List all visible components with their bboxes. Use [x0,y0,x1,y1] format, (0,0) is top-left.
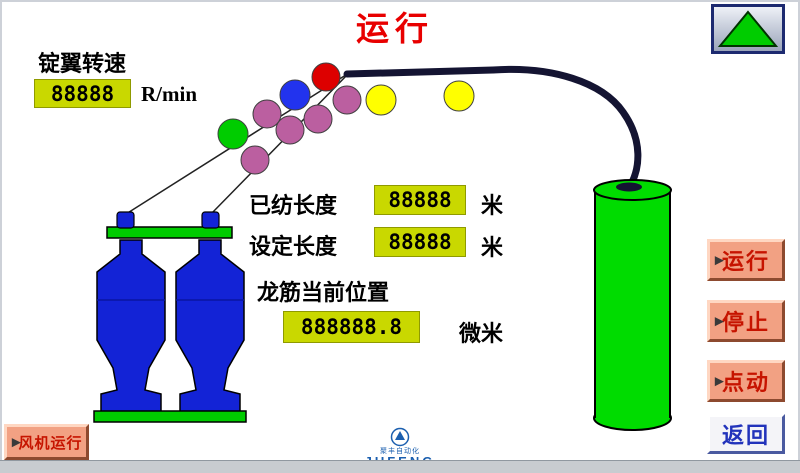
run-button-label: 运行 [721,249,770,274]
set-length-unit: 米 [481,235,504,260]
flyer-rail [106,226,233,239]
spun-length-value: 88888 [374,185,466,215]
yarn-ball-purple-4 [303,104,333,134]
yarn-ball-purple-5 [332,85,362,115]
fan-run-button-label: 风机运行 [18,434,83,452]
arrow-icon: ▶ [12,436,21,449]
output-cylinder [593,179,672,431]
set-length-label: 设定长度 [249,234,338,259]
spun-length-unit: 米 [481,193,504,218]
stop-button[interactable]: ▶ 停止 [707,300,785,342]
spindle-cap-left [116,211,135,229]
rail-position-label: 龙筋当前位置 [257,280,390,305]
back-button[interactable]: 返回 [707,414,785,454]
arrow-icon: ▶ [715,375,724,388]
up-triangle-icon [717,10,779,47]
brand-logo-small-text: 聚丰自动化 [380,448,420,455]
jog-button[interactable]: ▶ 点动 [707,360,785,402]
yarn-ball-yellow-2 [443,80,475,112]
yarn-ball-yellow-1 [365,84,397,116]
yarn-ball-blue [279,79,311,111]
spindle-speed-label: 锭翼转速 [38,51,127,76]
bobbin-left [96,239,166,413]
thread-end-spool [616,182,642,192]
spindle-speed-value: 88888 [34,79,131,108]
spindle-cap-right [201,211,220,229]
back-button-label: 返回 [721,423,770,448]
yarn-ball-red [311,62,341,92]
thread-horizontal [343,66,497,78]
yarn-ball-purple-3 [275,115,305,145]
page-title: 运行 [356,10,434,47]
bobbin-platform [93,410,247,423]
yarn-ball-purple-2 [252,99,282,129]
rail-position-value: 888888.8 [283,311,420,343]
set-length-value[interactable]: 88888 [374,227,466,257]
jog-button-label: 点动 [721,370,770,395]
jufeng-logo-icon [390,427,410,447]
run-button[interactable]: ▶ 运行 [707,239,785,281]
stop-button-label: 停止 [721,310,770,335]
thread-curve [489,65,642,193]
arrow-icon: ▶ [715,315,724,328]
bobbin-right [175,239,245,413]
yarn-ball-green [217,118,249,150]
arrow-icon: ▶ [715,254,724,267]
yarn-ball-purple-1 [240,145,270,175]
fan-run-button[interactable]: ▶ 风机运行 [4,424,89,460]
taskbar [0,460,800,473]
page-up-button[interactable] [711,4,785,54]
spindle-speed-unit: R/min [141,82,198,106]
rail-position-unit: 微米 [459,321,504,346]
spun-length-label: 已纺长度 [249,193,338,218]
